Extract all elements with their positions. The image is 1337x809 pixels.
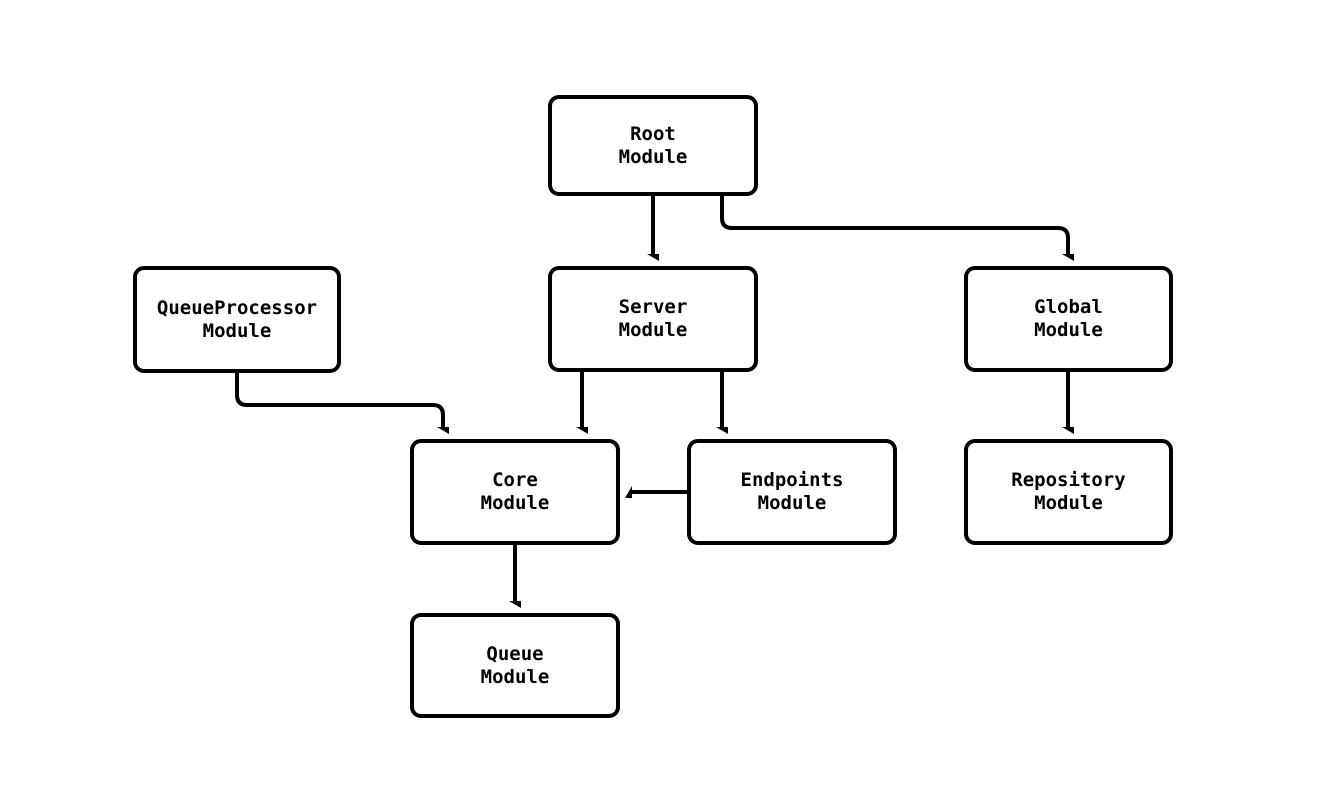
- node-global-label-line1: Global: [1034, 296, 1103, 318]
- node-endpoints-label-line2: Module: [757, 492, 827, 514]
- node-server-label-line1: Server: [618, 296, 688, 318]
- node-queue-label-line1: Queue: [486, 642, 544, 665]
- node-queue-label-line2: Module: [480, 665, 550, 688]
- node-repository-label-line2: Module: [1034, 492, 1103, 514]
- node-global-label-line2: Module: [1034, 319, 1103, 341]
- node-root-label-line1: Root: [630, 122, 676, 145]
- node-repository-label-line1: Repository: [1011, 469, 1126, 491]
- node-server-label-line2: Module: [618, 319, 688, 341]
- node-queueprocessor-label-line1: QueueProcessor: [156, 296, 318, 319]
- node-endpoints-label-line1: Endpoints: [740, 469, 844, 491]
- node-root-label-line2: Module: [618, 145, 688, 168]
- node-core-label-line2: Module: [480, 492, 550, 514]
- node-core-label-line1: Core: [492, 469, 538, 491]
- node-queueprocessor-label-line2: Module: [202, 319, 272, 342]
